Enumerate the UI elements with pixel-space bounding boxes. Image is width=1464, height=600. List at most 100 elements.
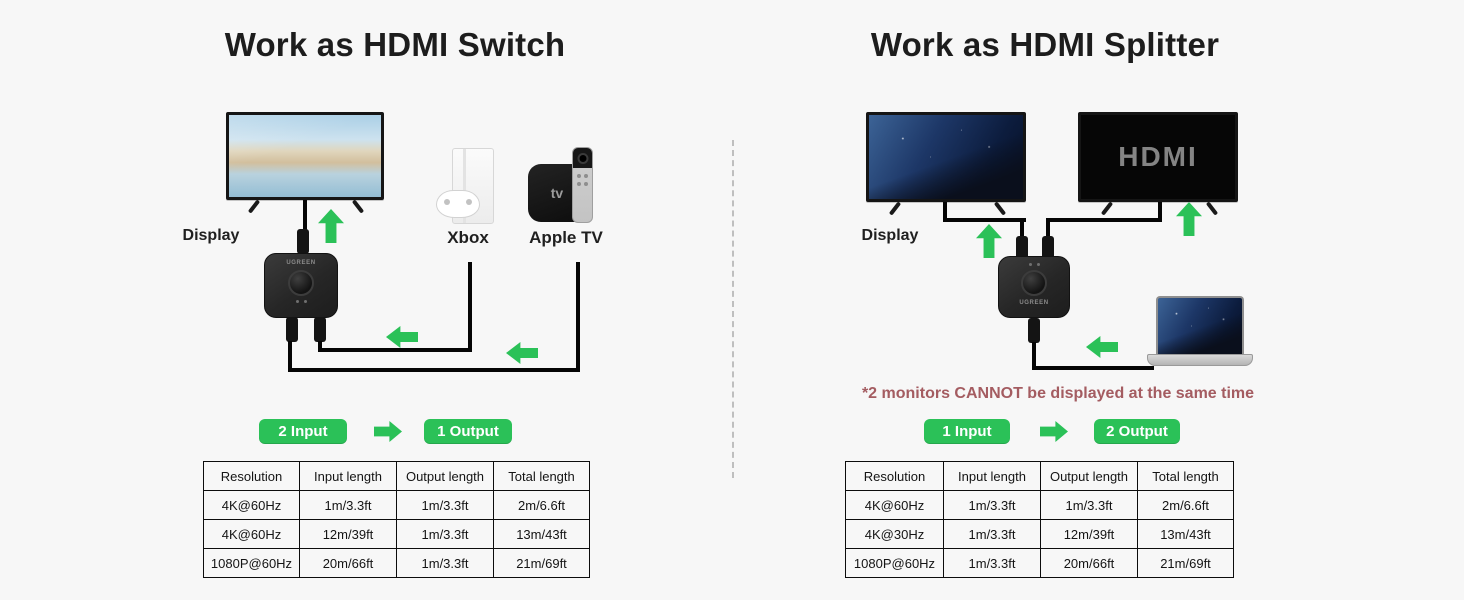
cable-appletv	[576, 262, 580, 372]
cable-tv2	[1046, 218, 1050, 240]
cell: 21m/69ft	[493, 548, 590, 578]
cell: 4K@60Hz	[845, 490, 944, 520]
brand-text: UGREEN	[1019, 300, 1049, 306]
hdmi-plug	[297, 229, 309, 254]
col-header: Input length	[943, 461, 1041, 491]
cell: 20m/66ft	[299, 548, 397, 578]
hdmi-splitter-device: UGREEN	[998, 256, 1070, 318]
hdmi-port-plug	[1042, 236, 1054, 260]
hdmi-port-plug	[1016, 236, 1028, 260]
cable-appletv	[288, 341, 292, 372]
cell: 1m/3.3ft	[396, 519, 494, 549]
cable-laptop	[1032, 342, 1036, 370]
cable-xbox	[318, 348, 472, 352]
cable-tv2	[1046, 218, 1162, 222]
led-dots	[1028, 263, 1040, 266]
col-header: Resolution	[845, 461, 944, 491]
table-row: 1080P@60Hz 1m/3.3ft 20m/66ft 21m/69ft	[845, 548, 1234, 578]
monitor-foot	[1205, 201, 1219, 216]
output-count-badge: 2 Output	[1094, 419, 1180, 444]
hdmi-monitor-image: HDMI	[1078, 112, 1238, 202]
hdmi-port-plug	[286, 317, 298, 342]
table-row: 4K@60Hz 1m/3.3ft 1m/3.3ft 2m/6.6ft	[845, 490, 1234, 520]
xbox-label: Xbox	[447, 228, 489, 247]
display-monitor-image	[866, 112, 1026, 202]
monitor-foot	[1100, 201, 1114, 216]
cable-tv1	[943, 218, 1026, 222]
cable-xbox	[318, 341, 322, 352]
cell: 1m/3.3ft	[943, 490, 1041, 520]
display-label: Display	[861, 227, 919, 244]
cable-appletv	[288, 368, 580, 372]
monitor-foot	[993, 201, 1007, 216]
left-arrow-icon	[506, 342, 538, 364]
cable-tv1	[943, 202, 947, 222]
hdmi-switch-device: UGREEN	[264, 253, 338, 318]
col-header: Total length	[493, 461, 590, 491]
up-arrow-icon	[1176, 202, 1202, 236]
monitor-foot	[247, 199, 261, 214]
col-header: Resolution	[203, 461, 300, 491]
cable-laptop	[1032, 366, 1154, 370]
up-arrow-icon	[318, 209, 344, 243]
splitter-warning-text: *2 monitors CANNOT be displayed at the s…	[861, 385, 1255, 402]
switch-spec-table: Resolution Input length Output length To…	[203, 461, 590, 578]
cell: 1m/3.3ft	[299, 490, 397, 520]
switch-button	[1021, 270, 1047, 296]
cell: 12m/39ft	[299, 519, 397, 549]
input-count-badge: 1 Input	[924, 419, 1010, 444]
apple-tv-label: Apple TV	[529, 228, 603, 247]
monitor-foot	[351, 199, 365, 214]
cell: 1080P@60Hz	[845, 548, 944, 578]
hdmi-port-plug	[314, 317, 326, 342]
table-row: 4K@60Hz 12m/39ft 1m/3.3ft 13m/43ft	[203, 519, 590, 549]
cell: 2m/6.6ft	[493, 490, 590, 520]
cable-tv2	[1158, 202, 1162, 222]
panel-divider	[732, 140, 734, 478]
display-label: Display	[182, 227, 240, 244]
splitter-panel-title: Work as HDMI Splitter	[870, 26, 1220, 63]
xbox-controller-icon	[436, 190, 480, 218]
cell: 13m/43ft	[1137, 519, 1234, 549]
cell: 4K@30Hz	[845, 519, 944, 549]
col-header: Output length	[396, 461, 494, 491]
display-monitor-image	[226, 112, 384, 200]
table-header-row: Resolution Input length Output length To…	[203, 461, 590, 491]
apple-tv-screen-text: tv	[550, 185, 564, 201]
laptop-base-icon	[1147, 354, 1253, 366]
cell: 1m/3.3ft	[943, 548, 1041, 578]
cell: 13m/43ft	[493, 519, 590, 549]
hdmi-logo: HDMI	[1118, 141, 1198, 172]
left-arrow-icon	[1086, 336, 1118, 358]
cell: 4K@60Hz	[203, 490, 300, 520]
input-count-badge: 2 Input	[259, 419, 347, 444]
switch-panel-title: Work as HDMI Switch	[224, 26, 566, 63]
hdmi-port-plug	[1028, 318, 1040, 343]
table-row: 4K@60Hz 1m/3.3ft 1m/3.3ft 2m/6.6ft	[203, 490, 590, 520]
cell: 1m/3.3ft	[943, 519, 1041, 549]
apple-tv-remote-icon	[572, 147, 593, 223]
cell: 4K@60Hz	[203, 519, 300, 549]
cell: 2m/6.6ft	[1137, 490, 1234, 520]
cable-tv1	[1020, 218, 1024, 240]
cell: 1m/3.3ft	[396, 548, 494, 578]
led-dots	[295, 300, 307, 303]
table-header-row: Resolution Input length Output length To…	[845, 461, 1234, 491]
cable-display	[303, 200, 307, 232]
cell: 1m/3.3ft	[396, 490, 494, 520]
col-header: Input length	[299, 461, 397, 491]
cell: 12m/39ft	[1040, 519, 1138, 549]
brand-text: UGREEN	[286, 260, 316, 266]
cell: 21m/69ft	[1137, 548, 1234, 578]
cell: 1080P@60Hz	[203, 548, 300, 578]
left-arrow-icon	[386, 326, 418, 348]
table-row: 4K@30Hz 1m/3.3ft 12m/39ft 13m/43ft	[845, 519, 1234, 549]
col-header: Output length	[1040, 461, 1138, 491]
cell: 20m/66ft	[1040, 548, 1138, 578]
table-row: 1080P@60Hz 20m/66ft 1m/3.3ft 21m/69ft	[203, 548, 590, 578]
monitor-foot	[888, 201, 902, 216]
cable-xbox	[468, 262, 472, 352]
splitter-spec-table: Resolution Input length Output length To…	[845, 461, 1234, 578]
cell: 1m/3.3ft	[1040, 490, 1138, 520]
